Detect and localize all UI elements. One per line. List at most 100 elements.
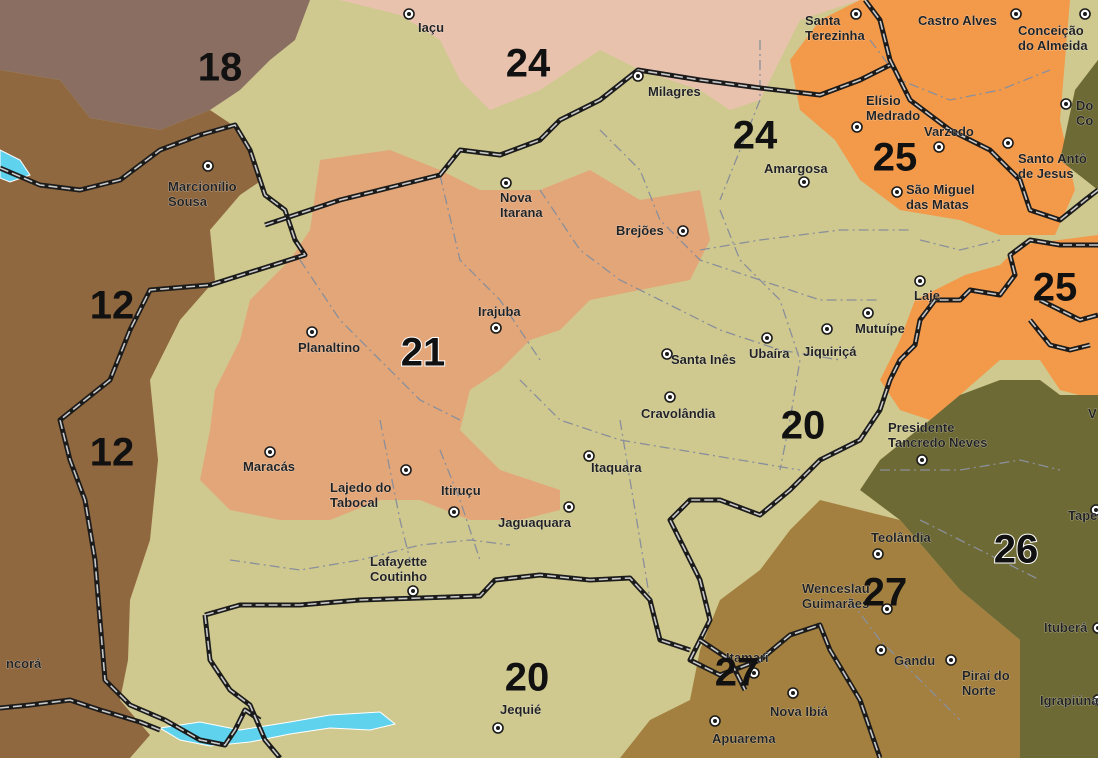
city-label: V xyxy=(1088,406,1097,421)
city-label-line: do Almeida xyxy=(1018,38,1088,53)
city-marker-center xyxy=(636,74,640,78)
city-label-line: Gandu xyxy=(894,653,935,668)
city-nova-ibia[interactable]: Nova Ibiá xyxy=(770,687,829,719)
city-jaguaquara[interactable]: Jaguaquara xyxy=(498,501,575,530)
city-label-line: Laje xyxy=(914,288,940,303)
city-planaltino[interactable]: Planaltino xyxy=(298,326,360,355)
city-label: Cravolândia xyxy=(641,406,716,421)
city-label-line: Itiruçu xyxy=(441,483,481,498)
city-marker-center xyxy=(937,145,941,149)
region-label-r24a: 24 xyxy=(506,42,551,86)
city-label-line: Planaltino xyxy=(298,340,360,355)
city-label-line: Wenceslau xyxy=(802,581,870,596)
city-itaquara[interactable]: Itaquara xyxy=(583,450,643,475)
city-label-line: Jequié xyxy=(500,702,541,717)
city-castro-alves[interactable]: Castro Alves xyxy=(918,8,1022,28)
city-marker-center xyxy=(866,311,870,315)
region-label-r26: 26 xyxy=(994,528,1039,572)
city-ubaira[interactable]: Ubaíra xyxy=(749,332,791,361)
city-label: Amargosa xyxy=(764,161,828,176)
city-v-edge[interactable]: V xyxy=(1088,406,1098,422)
city-label: Jaguaquara xyxy=(498,515,572,530)
city-itamari[interactable]: Itamari xyxy=(726,650,769,679)
city-label-line: Teolândia xyxy=(871,530,931,545)
city-marker-center xyxy=(587,454,591,458)
city-label-line: Presidente xyxy=(888,420,954,435)
city-label-line: Piraí do xyxy=(962,668,1010,683)
city-marker-center xyxy=(885,607,889,611)
city-label-line: de Jesus xyxy=(1018,166,1074,181)
city-cravolandia[interactable]: Cravolândia xyxy=(641,391,716,421)
city-varzedo[interactable]: Varzedo xyxy=(924,124,974,153)
city-jiquirica[interactable]: Jiquiriçá xyxy=(803,323,858,359)
city-santa-ines[interactable]: Santa Inês xyxy=(661,348,736,367)
city-marker-center xyxy=(452,510,456,514)
city-marker-center xyxy=(825,327,829,331)
city-marker-icon[interactable] xyxy=(1092,622,1098,634)
city-maracas[interactable]: Maracás xyxy=(243,446,295,474)
city-label: Teolândia xyxy=(871,530,931,545)
city-marker-center xyxy=(206,164,210,168)
city-label-line: Castro Alves xyxy=(918,13,997,28)
region-label-r25a: 25 xyxy=(873,136,918,180)
city-marker-center xyxy=(504,181,508,185)
city-label: Laje xyxy=(914,288,940,303)
city-gandu[interactable]: Gandu xyxy=(875,644,936,668)
city-marker-center xyxy=(665,352,669,356)
city-label-line: Sousa xyxy=(168,194,208,209)
city-jequie[interactable]: Jequié xyxy=(492,702,541,734)
city-teolandia[interactable]: Teolândia xyxy=(871,530,932,560)
city-label: Iaçu xyxy=(418,20,444,35)
city-milagres[interactable]: Milagres xyxy=(632,70,701,99)
city-marker-center xyxy=(1094,508,1098,512)
municipal-boundaries xyxy=(229,39,1061,721)
city-brejoes[interactable]: Brejões xyxy=(616,223,689,238)
city-marker-icon[interactable] xyxy=(1092,694,1098,706)
city-marker-center xyxy=(681,229,685,233)
city-irajuba[interactable]: Irajuba xyxy=(478,304,522,334)
city-amargosa[interactable]: Amargosa xyxy=(764,161,829,188)
region-label-r27b: 27 xyxy=(715,651,760,695)
city-igrapiuna[interactable]: Igrapiúna xyxy=(1040,693,1098,708)
city-label-line: Maracás xyxy=(243,459,295,474)
city-label: Planaltino xyxy=(298,340,360,355)
city-apuarema[interactable]: Apuarema xyxy=(709,715,777,746)
city-label-line: Conceição xyxy=(1018,23,1084,38)
city-iacu[interactable]: Iaçu xyxy=(403,8,444,35)
city-label: Milagres xyxy=(648,84,701,99)
city-tape[interactable]: Tape xyxy=(1068,504,1098,523)
city-label-line: das Matas xyxy=(906,197,969,212)
city-laje[interactable]: Laje xyxy=(914,275,940,303)
city-mutuipe[interactable]: Mutuípe xyxy=(855,307,905,336)
city-label-line: Mutuípe xyxy=(855,321,905,336)
city-marker-center xyxy=(791,691,795,695)
city-ancora[interactable]: ncorá xyxy=(6,656,43,672)
city-label-line: ncorá xyxy=(6,656,42,671)
city-label-line: Ubaíra xyxy=(749,346,790,361)
city-itubera[interactable]: Ituberá xyxy=(1044,620,1098,635)
city-label: ncorá xyxy=(6,656,42,671)
city-label-line: Irajuba xyxy=(478,304,521,319)
city-itirucu[interactable]: Itiruçu xyxy=(441,483,481,518)
zone-12-area xyxy=(0,70,262,758)
